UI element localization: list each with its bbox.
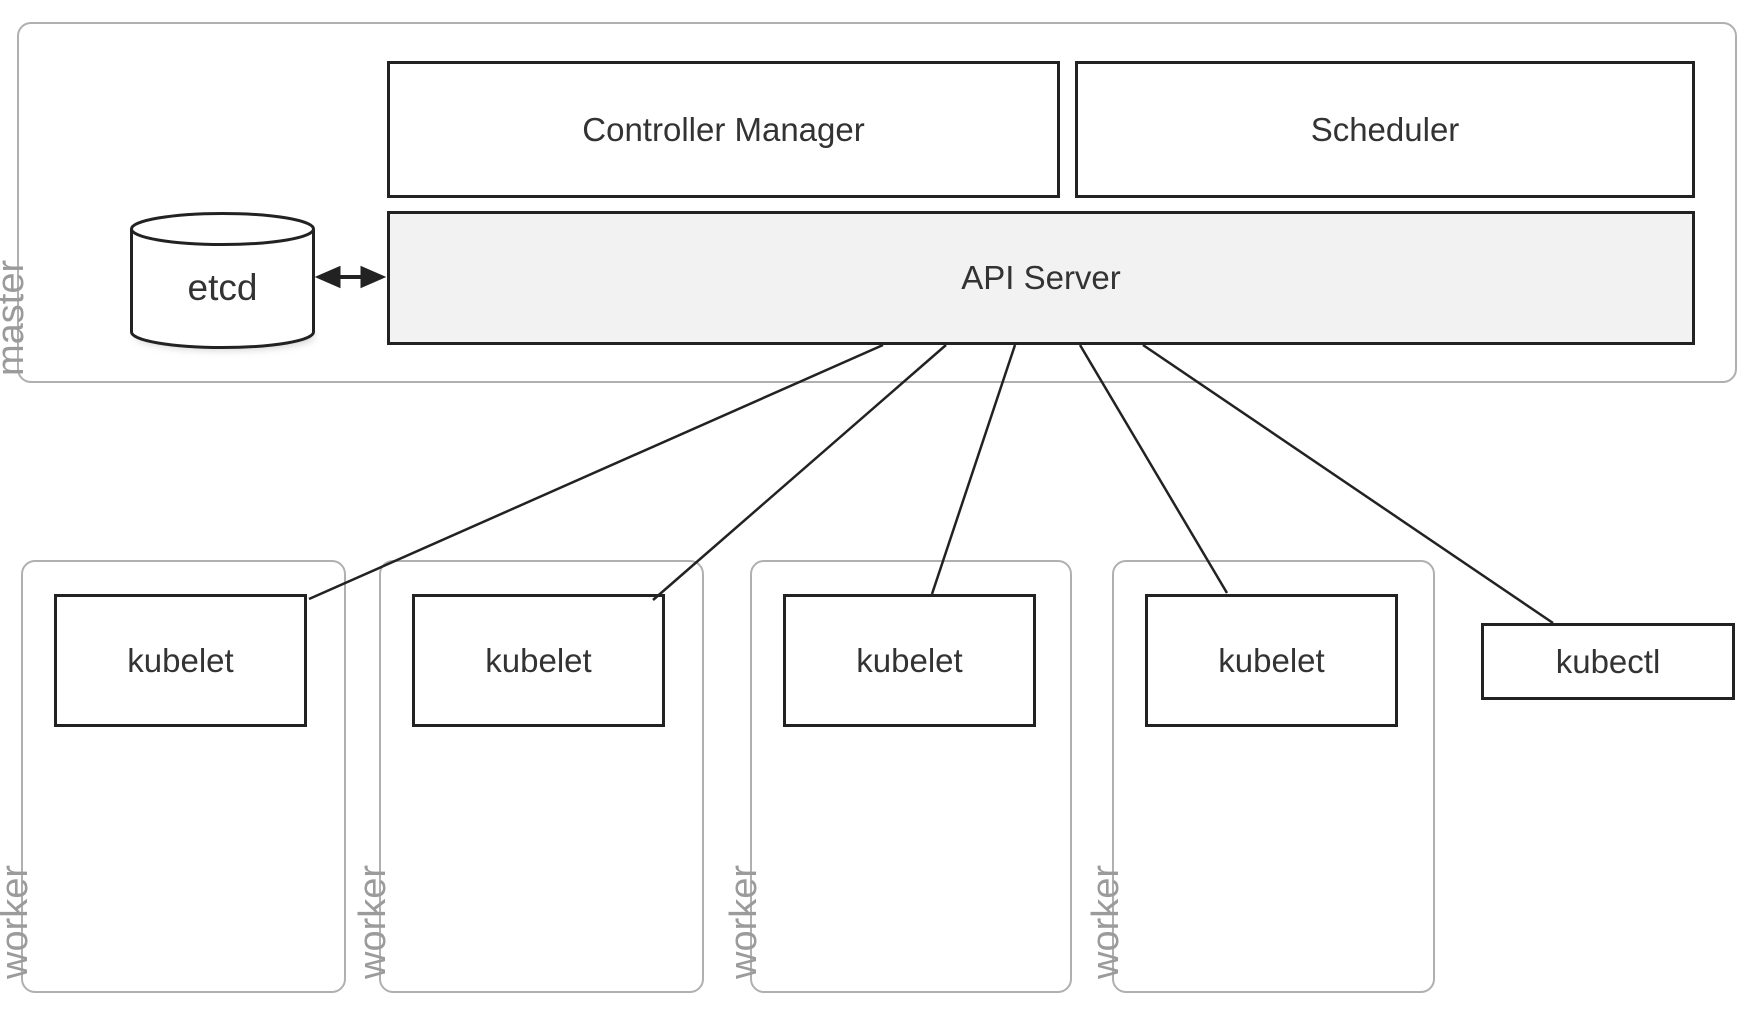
master-group-label: master (0, 259, 32, 376)
etcd-label: etcd (187, 267, 258, 308)
scheduler-box: Scheduler (1075, 61, 1695, 198)
api-server-box: API Server (387, 211, 1695, 345)
database-cylinder-icon (130, 212, 315, 350)
worker-group-label-2: worker (352, 864, 394, 979)
kubectl-box: kubectl (1481, 623, 1735, 700)
kubelet-label: kubelet (1218, 641, 1325, 679)
worker-node-group-1: kubelet worker (0, 560, 346, 993)
worker-node-group-2: kubelet worker (352, 560, 704, 993)
scheduler-label: Scheduler (1310, 110, 1460, 148)
worker-node-group-3: kubelet worker (723, 560, 1072, 993)
kubelet-label: kubelet (485, 641, 592, 679)
kubelet-label: kubelet (127, 641, 234, 679)
master-node-group: master Controller Manager Scheduler API … (0, 22, 1737, 383)
kubelet-box-3: kubelet (783, 594, 1036, 727)
worker-group-label-3: worker (723, 864, 765, 979)
worker-group-label-1: worker (0, 864, 36, 979)
etcd-database-cylinder: etcd (130, 212, 315, 352)
kubelet-box-4: kubelet (1145, 594, 1398, 727)
controller-manager-label: Controller Manager (582, 110, 865, 148)
kubectl-label: kubectl (1555, 642, 1661, 680)
kubelet-box-1: kubelet (54, 594, 307, 727)
kubelet-box-2: kubelet (412, 594, 665, 727)
worker-node-group-4: kubelet worker (1085, 560, 1435, 993)
controller-manager-box: Controller Manager (387, 61, 1060, 198)
api-server-label: API Server (961, 259, 1121, 296)
worker-group-label-4: worker (1085, 864, 1127, 979)
kubelet-label: kubelet (856, 641, 963, 679)
